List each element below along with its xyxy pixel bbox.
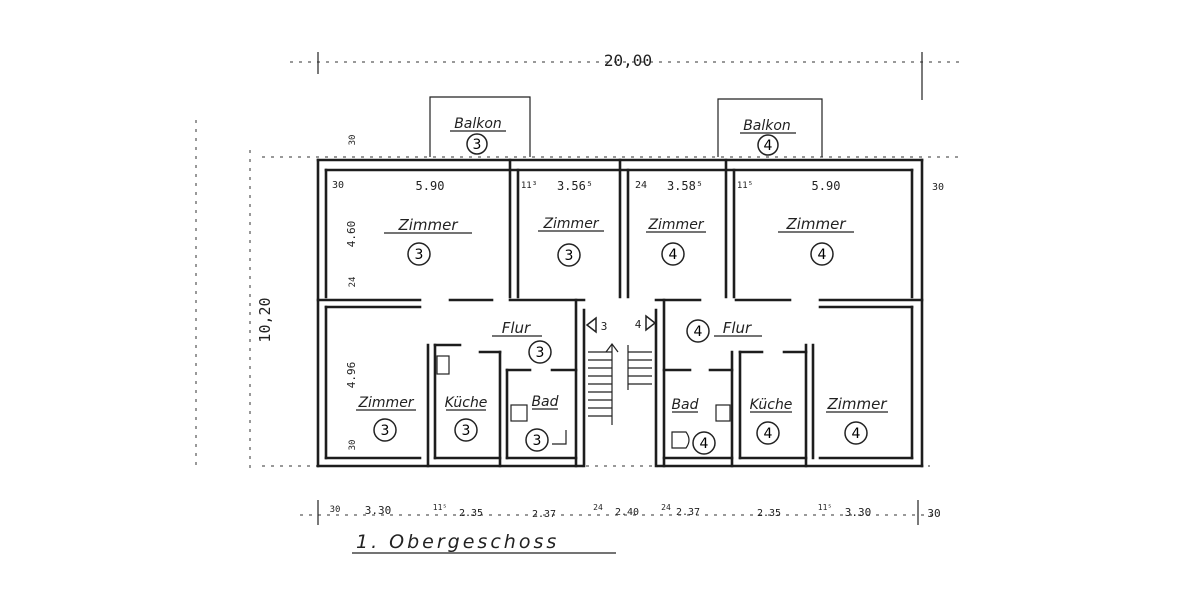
left-dim-1: 4.60 xyxy=(345,221,358,248)
bottom-dim-11: 3.30 xyxy=(845,506,872,519)
balcony-label-left: Balkon xyxy=(454,116,502,132)
top-dim-0: 30 xyxy=(332,180,344,191)
unit-markers xyxy=(373,133,868,455)
room-label-bad-4: Bad xyxy=(671,397,698,413)
room-label-kueche-4: Küche xyxy=(750,397,793,413)
left-dim-4: 30 xyxy=(348,440,358,451)
unit-marker-kueche-3: 3 xyxy=(462,423,471,439)
room-label-zimmer-4: Zimmer xyxy=(785,215,846,233)
balcony-right xyxy=(717,98,823,157)
top-dim-7: 5.90 xyxy=(812,179,841,193)
unit-marker-bad-4: 4 xyxy=(700,436,709,452)
bottom-dim-6: 2.40 xyxy=(615,507,639,518)
unit-marker-balcony-4: 4 xyxy=(764,138,773,154)
top-dim-6: 11⁵ xyxy=(737,181,753,191)
room-label-zimmer-1: Zimmer xyxy=(397,216,458,234)
overall-height-dim: 10,20 xyxy=(256,297,274,342)
bottom-dim-4: 2.37 xyxy=(532,509,556,520)
stair-marker-4: 4 xyxy=(635,318,642,331)
bottom-dim-3: 2.35 xyxy=(459,508,483,519)
dimension-lines xyxy=(195,52,960,525)
bottom-dim-1: 3.30 xyxy=(365,504,392,517)
unit-marker-bad-3: 3 xyxy=(533,433,542,449)
bottom-dim-9: 2.35 xyxy=(757,508,781,519)
room-label-zimmer-5: Zimmer xyxy=(357,395,414,411)
bottom-dim-2: 11⁵ xyxy=(433,503,447,512)
room-label-zimmer-3: Zimmer xyxy=(647,217,704,233)
room-label-kueche-3: Küche xyxy=(445,395,488,411)
room-label-zimmer-2: Zimmer xyxy=(542,216,599,232)
stair-marker-3: 3 xyxy=(601,320,608,333)
top-dim-3: 3.56⁵ xyxy=(557,179,593,193)
bottom-dim-5: 24 xyxy=(593,503,603,512)
unit-marker-balcony-3: 3 xyxy=(473,137,482,153)
unit-marker-zimmer-2: 3 xyxy=(565,248,574,264)
unit-marker-zimmer-3: 4 xyxy=(669,247,678,263)
unit-marker-flur-3: 3 xyxy=(536,345,545,361)
bottom-dim-8: 2.37 xyxy=(676,507,700,518)
left-dim-3: 4.96 xyxy=(345,362,358,389)
walls xyxy=(316,158,924,468)
staircase-steps xyxy=(588,343,652,425)
bottom-dim-10: 11⁵ xyxy=(818,503,832,512)
bottom-dim-7: 24 xyxy=(661,503,671,512)
unit-marker-zimmer-6: 4 xyxy=(852,426,861,442)
balcony-label-right: Balkon xyxy=(743,118,791,134)
top-dim-5: 3.58⁵ xyxy=(667,179,703,193)
balcony-left xyxy=(429,96,531,157)
stair-direction-markers xyxy=(585,314,657,334)
unit-marker-kueche-4: 4 xyxy=(764,426,773,442)
flur-label-3: Flur xyxy=(502,319,531,337)
top-dim-1: 5.90 xyxy=(416,179,445,193)
bottom-dim-12: 30 xyxy=(927,507,940,520)
top-dim-2: 11³ xyxy=(521,181,537,191)
top-dim-8: 30 xyxy=(932,182,944,193)
flur-label-4: Flur xyxy=(723,319,752,337)
left-dim-0: 30 xyxy=(348,135,358,146)
fixtures xyxy=(436,355,731,449)
plan-title: 1. Obergeschoss xyxy=(356,531,559,553)
unit-marker-flur-4: 4 xyxy=(694,324,703,340)
top-dim-4: 24 xyxy=(635,180,647,191)
bottom-dim-0: 30 xyxy=(330,505,341,515)
room-label-bad-3: Bad xyxy=(531,394,558,410)
unit-marker-zimmer-1: 3 xyxy=(415,247,424,263)
unit-marker-zimmer-4: 4 xyxy=(818,247,827,263)
unit-marker-zimmer-5: 3 xyxy=(381,423,390,439)
overall-width-dim: 20,00 xyxy=(604,51,652,70)
room-label-zimmer-6: Zimmer xyxy=(826,395,887,413)
left-dim-2: 24 xyxy=(348,277,358,288)
